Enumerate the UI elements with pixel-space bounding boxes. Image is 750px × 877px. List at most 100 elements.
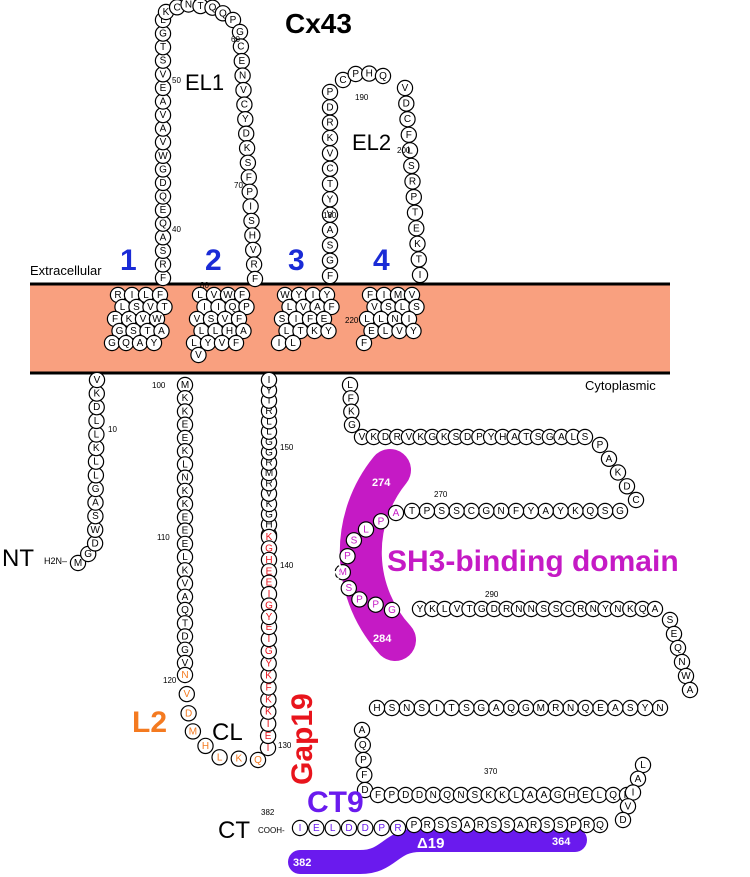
residue: E (176, 509, 194, 526)
residue-letter: A (393, 508, 400, 519)
residue: G (549, 786, 567, 804)
residue: L (591, 786, 608, 804)
residue-letter: V (327, 148, 334, 159)
residue: P (238, 298, 255, 316)
residue-letter: S (582, 432, 589, 443)
nt-h2n-label: H2N– (44, 556, 67, 566)
residue-letter: S (667, 615, 674, 626)
residue-letter: L (160, 15, 166, 26)
residue: P (224, 11, 242, 29)
residue-letter: Y (325, 326, 332, 337)
residue-letter: P (246, 187, 253, 198)
residue: N (651, 699, 669, 717)
residue: F (246, 270, 264, 288)
residue-letter: D (345, 823, 352, 834)
residue: F (240, 169, 257, 186)
residue-letter: Q (596, 820, 604, 831)
residue-letter: F (367, 290, 373, 301)
residue: V (235, 81, 252, 99)
residue-letter: K (499, 790, 506, 801)
residue: Q (669, 639, 687, 657)
residue-letter: E (368, 326, 375, 337)
residue-number: 100 (152, 381, 166, 390)
residue-letter: G (477, 703, 485, 714)
residue-letter: F (160, 273, 166, 284)
residue-letter: T (448, 703, 454, 714)
residue: L (88, 412, 105, 430)
ct-cooh-label: COOH- (258, 826, 285, 835)
residue-letter: Q (586, 506, 594, 517)
residue: K (176, 562, 194, 579)
residue-letter: F (236, 314, 242, 325)
residue-letter: K (572, 506, 579, 517)
residue-number: 180 (323, 211, 337, 220)
residue-number: 50 (172, 76, 181, 85)
residue: V (391, 322, 408, 340)
residue-letter: K (182, 393, 189, 404)
residue: Y (145, 334, 163, 352)
residue-letter: S (490, 820, 497, 831)
residue-letter: Y (410, 326, 417, 337)
residue: V (154, 106, 172, 124)
residue-letter: M (537, 703, 545, 714)
residue-letter: T (409, 506, 415, 517)
residue: V (154, 133, 172, 151)
residue-letter: A (359, 725, 366, 736)
residue: V (88, 371, 106, 389)
residue-letter: S (418, 703, 425, 714)
residue: P (367, 596, 384, 613)
residue-letter: L (290, 338, 296, 349)
residue-letter: L (266, 427, 272, 438)
residue-letter: H (265, 520, 272, 531)
residue-letter: A (687, 685, 694, 696)
residue-letter: L (363, 525, 369, 536)
residue: K (88, 385, 106, 402)
residue: K (494, 786, 511, 804)
residue: D (357, 819, 374, 837)
residue-letter: E (321, 314, 328, 325)
residue-letter: V (359, 432, 366, 443)
residue-letter: G (92, 484, 100, 495)
residue-letter: I (268, 375, 271, 386)
residue-letter: G (478, 604, 486, 615)
residue-letter: D (361, 785, 368, 796)
residue-letter: F (361, 338, 367, 349)
residue: M (184, 723, 202, 740)
residue: T (443, 699, 460, 717)
residue-letter: K (93, 389, 100, 400)
residue-letter: K (182, 486, 189, 497)
residue-letter: T (160, 42, 166, 53)
residue: D (88, 399, 105, 416)
residue-letter: H (373, 703, 380, 714)
residue-letter: Q (254, 755, 262, 766)
residue: Y (260, 608, 278, 626)
residue-letter: C (468, 506, 475, 517)
residue-letter: E (597, 703, 604, 714)
residue: D (321, 99, 339, 116)
residue-letter: H (366, 69, 373, 80)
residue-letter: S (385, 302, 392, 313)
residue-letter: G (326, 256, 334, 267)
residue-letter: V (327, 210, 334, 221)
residue-letter: S (92, 511, 99, 522)
residue: P (383, 786, 400, 804)
residue-letter: V (406, 432, 413, 443)
residue: F (400, 126, 417, 144)
residue: H (361, 65, 378, 82)
residue-letter: D (416, 790, 423, 801)
residue-letter: S (160, 56, 167, 67)
residue-letter: Y (642, 703, 649, 714)
residue-letter: K (417, 432, 424, 443)
residue-letter: P (327, 87, 334, 98)
ct-label: CT (218, 817, 250, 844)
residue-letter: L (597, 790, 603, 801)
residue-letter: P (424, 506, 431, 517)
residue: H (244, 227, 261, 244)
residue-number: 60 (231, 35, 240, 44)
residue-letter: Q (229, 302, 237, 313)
residue-letter: F (375, 790, 381, 801)
residue-letter: Y (242, 114, 249, 125)
residue-number: 190 (355, 93, 369, 102)
